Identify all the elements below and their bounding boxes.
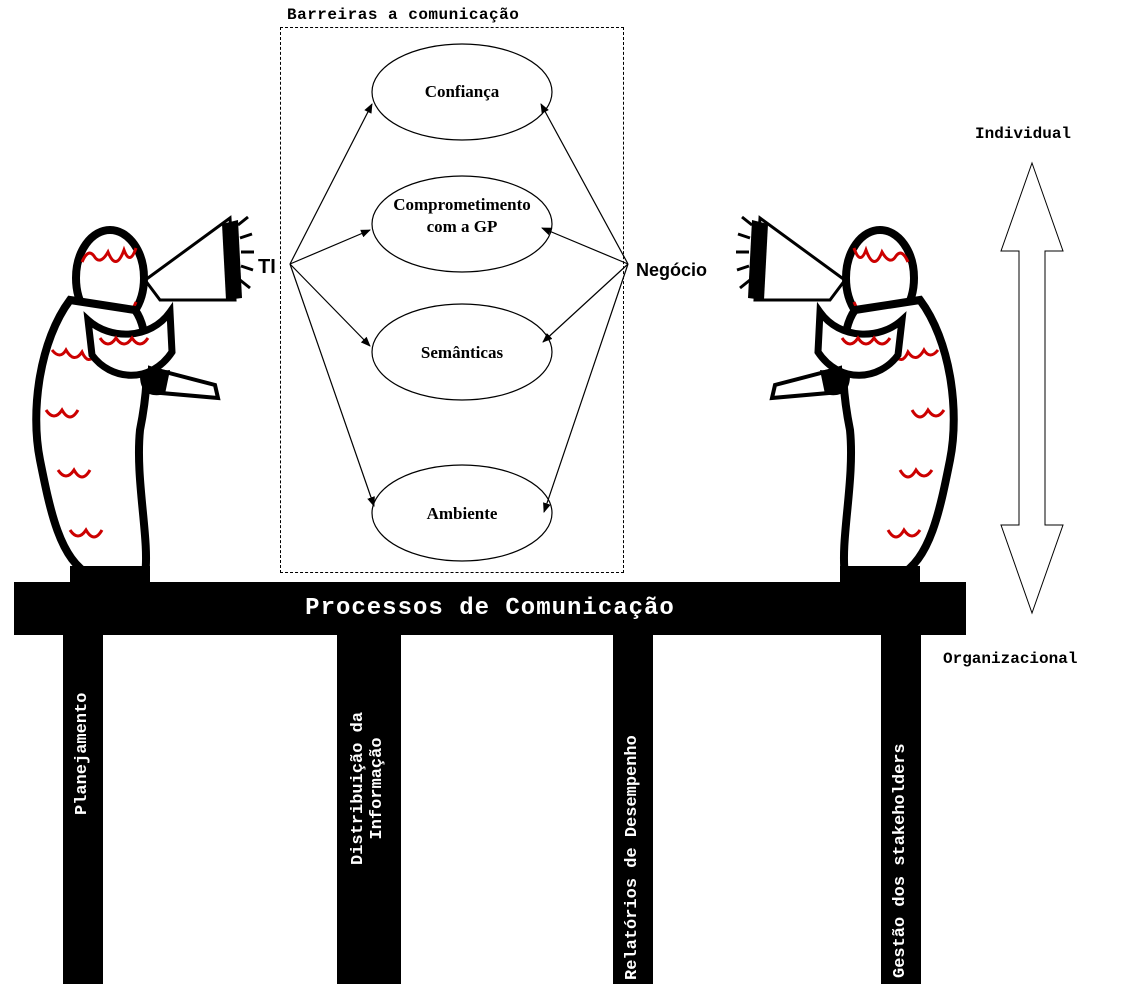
barrier-ellipse-ambiente: [371, 464, 553, 562]
actor-label-ti: TI: [258, 256, 276, 278]
barrier-label-ambiente: Ambiente: [426, 504, 498, 523]
connector-negocio-confianca: [540, 103, 629, 265]
table-leg-planejamento: Planejamento: [63, 635, 103, 984]
table-leg-distribuicao: Distribuição da Informação: [337, 635, 401, 984]
barrier-ellipse-semanticas: [371, 303, 553, 401]
connector-negocio-comprometimento: [541, 227, 629, 265]
connector-ti-ambiente: [289, 263, 375, 507]
connector-negocio-semanticas: [542, 263, 629, 343]
barrier-ellipse-comprometimento: [371, 175, 553, 273]
leg-label-distribuicao: Distribuição da Informação: [349, 711, 387, 865]
barrier-ellipse-confianca: [371, 43, 553, 141]
connector-ti-comprometimento: [289, 229, 371, 265]
scale-label-individual: Individual: [975, 125, 1072, 143]
person-with-megaphone-icon: [736, 215, 958, 582]
connector-negocio-ambiente: [543, 263, 629, 513]
leg-label-planejamento: Planejamento: [73, 692, 92, 815]
barriers-title: Barreiras a comunicação: [287, 6, 520, 24]
scale-label-organizacional: Organizacional: [943, 650, 1078, 668]
connector-ti-confianca: [289, 103, 373, 265]
leg-label-gestao: Gestão dos stakeholders: [891, 743, 910, 978]
ti-connectors: [289, 103, 375, 507]
table-leg-relatorios: Relatórios de Desempenho: [613, 635, 653, 984]
leg-label-relatorios: Relatórios de Desempenho: [623, 735, 642, 980]
person-with-megaphone-icon: [32, 215, 254, 582]
negocio-connectors: [540, 103, 629, 513]
barrier-label-semanticas: Semânticas: [420, 343, 504, 362]
table-leg-gestao: Gestão dos stakeholders: [881, 635, 921, 984]
barrier-label-confianca: Confiança: [424, 82, 500, 101]
table-top: Processos de Comunicação: [14, 582, 966, 635]
connector-ti-semanticas: [289, 263, 371, 347]
table-title: Processos de Comunicação: [305, 595, 675, 622]
barriers-box: [280, 27, 624, 573]
actor-label-negocio: Negócio: [636, 260, 708, 280]
double-arrow-icon: [1000, 161, 1064, 615]
barrier-label-comprometimento: Comprometimento com a GP: [393, 195, 531, 236]
